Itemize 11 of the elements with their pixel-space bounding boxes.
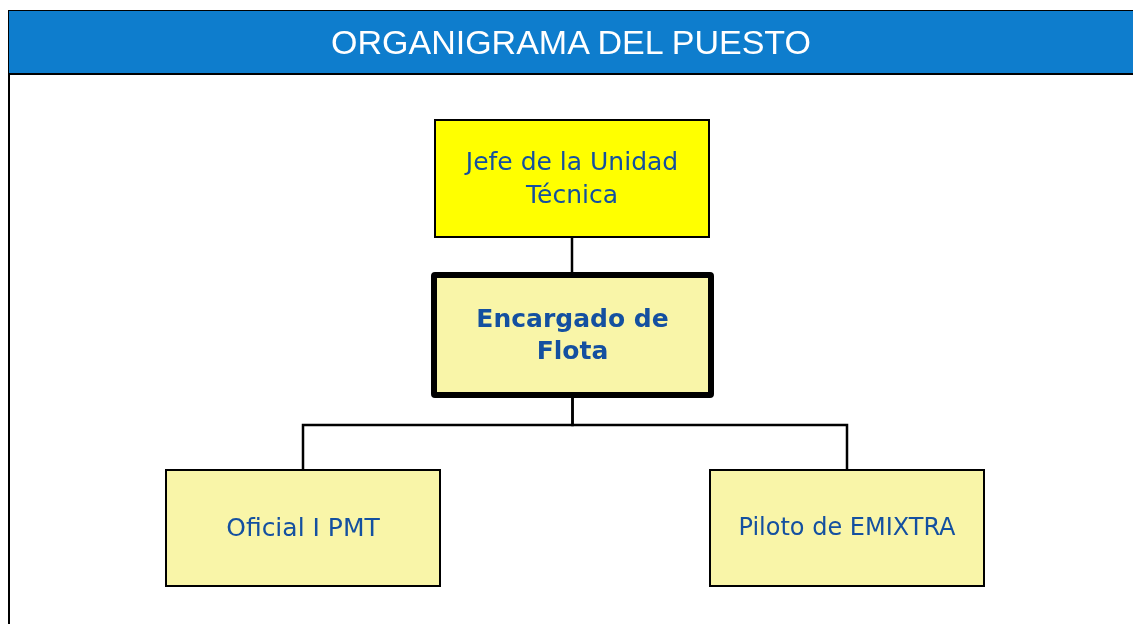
position-box: [431, 272, 714, 398]
position-title: Piloto de EMIXTRA: [738, 512, 956, 544]
position-box: [709, 469, 985, 587]
position-title: Encargado de Flota: [475, 302, 670, 367]
title: ORGANIGRAMA DEL PUESTO: [331, 21, 811, 63]
position-box: [434, 119, 710, 238]
position-title: Oficial I PMT: [226, 511, 380, 544]
position-box: [165, 469, 441, 587]
connector-line: [570, 238, 574, 272]
position-title: Jefe de la Unidad Técnica: [463, 146, 680, 211]
connector-line: [571, 398, 849, 469]
